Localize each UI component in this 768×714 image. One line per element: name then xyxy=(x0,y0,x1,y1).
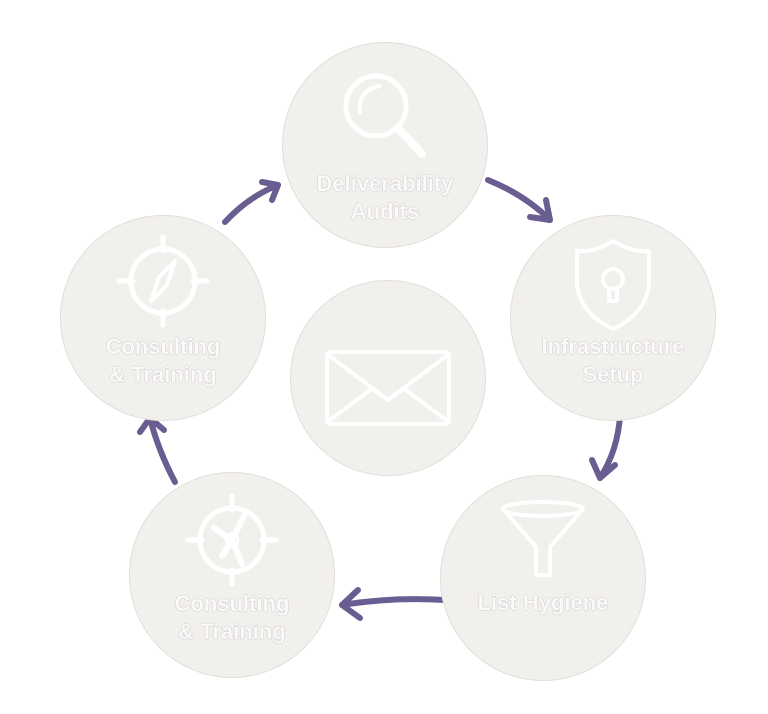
shield-lock-icon xyxy=(575,239,651,331)
magnifier-icon xyxy=(343,73,426,158)
arrow-hygiene-to-consulting xyxy=(339,596,448,608)
arrow-consulting-to-audits xyxy=(222,182,281,225)
node-infrastructure-setup: Infrastructure Setup xyxy=(510,215,716,421)
center-node xyxy=(290,280,486,476)
node-label-line1: Consulting xyxy=(174,591,290,616)
node-consulting-training-bottom: Consulting & Training xyxy=(129,472,335,678)
arrowhead xyxy=(339,587,363,621)
arrowhead xyxy=(527,197,553,223)
node-label-line1: List Hygiene xyxy=(477,590,609,615)
arrowhead xyxy=(259,179,281,203)
arrow-consulting-to-consulting xyxy=(147,415,178,485)
node-list-hygiene: List Hygiene xyxy=(440,475,646,681)
node-label-line2: Setup xyxy=(582,362,644,387)
node-deliverability-audits: Deliverability Audits xyxy=(282,42,488,248)
envelope-icon xyxy=(325,350,451,426)
node-label-line1: Consulting xyxy=(105,334,221,359)
compass-target-icon xyxy=(116,234,210,328)
node-label-line1: Deliverability xyxy=(316,171,454,196)
node-label-line2: & Training xyxy=(178,619,286,644)
node-consulting-training-left: Consulting & Training xyxy=(60,215,266,421)
funnel-icon xyxy=(501,500,585,577)
arrowhead xyxy=(589,457,618,481)
arrow-audits-to-infrastructure xyxy=(485,177,553,223)
node-label-line1: Infrastructure xyxy=(541,334,685,359)
node-label-line2: & Training xyxy=(109,362,217,387)
node-label-line2: Audits xyxy=(350,199,420,224)
compass-target-icon xyxy=(185,493,279,587)
